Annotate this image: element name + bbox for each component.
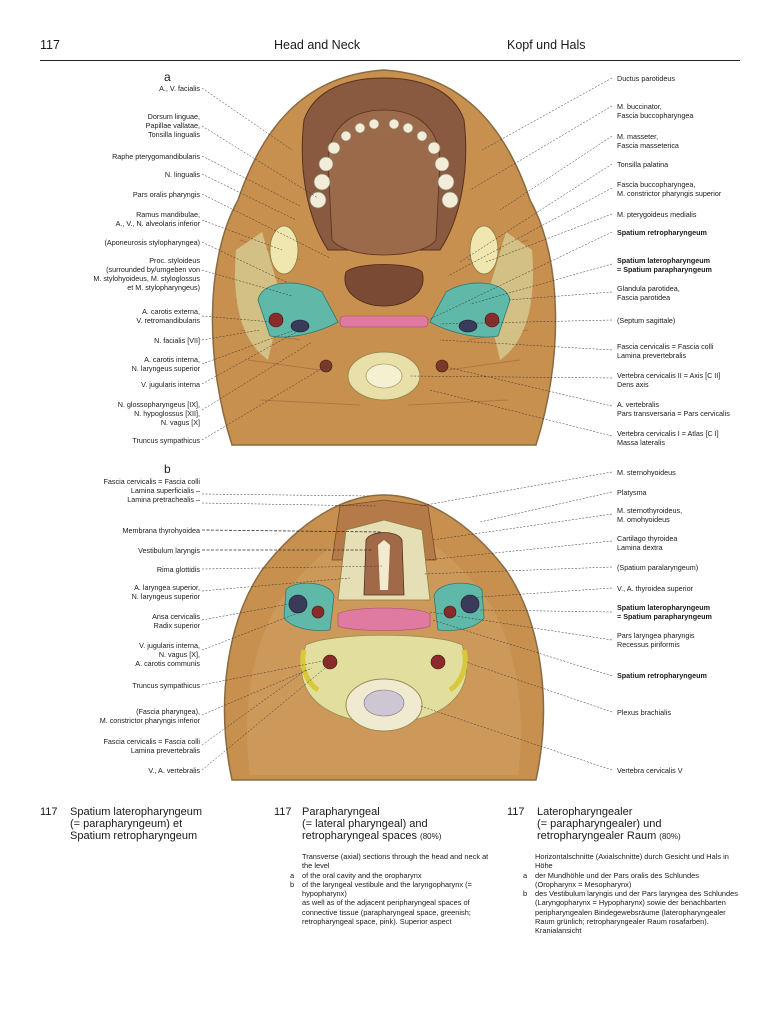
label-b-right: Cartilago thyroidea Lamina dextra bbox=[617, 534, 678, 552]
label-b-right: Platysma bbox=[617, 488, 647, 497]
running-title-en: Head and Neck bbox=[274, 38, 361, 52]
label-a-left: Truncus sympathicus bbox=[132, 436, 200, 445]
section-larynx bbox=[223, 494, 545, 781]
item-marker: b bbox=[290, 879, 295, 889]
label-a-left: Dorsum linguae, Papillae vallatae, Tonsi… bbox=[145, 112, 200, 139]
caption-german-title-text: Lateropharyngealer (= parapharyngealer) … bbox=[537, 806, 662, 842]
label-a-left: A. carotis externa, V. retromandibularis bbox=[136, 307, 200, 325]
leader-lines-a-left bbox=[201, 87, 331, 441]
label-a-right: M. pterygoideus medialis bbox=[617, 210, 697, 219]
label-a-right: M. masseter, Fascia masseterica bbox=[617, 132, 679, 150]
caption-english-outro: as well as of the adjacent peripharyngea… bbox=[302, 898, 471, 927]
label-b-left: Fascia cervicalis = Fascia colli Lamina … bbox=[103, 737, 200, 755]
item-text: des Vestibulum laryngis und der Pars lar… bbox=[535, 889, 738, 936]
label-b-right-spatium-latero: Spatium lateropharyngeum = Spatium parap… bbox=[617, 603, 712, 621]
label-b-right: (Spatium paralaryngeum) bbox=[617, 563, 699, 572]
label-a-right: (Septum sagittale) bbox=[617, 316, 676, 325]
caption-english-intro: Transverse (axial) sections through the … bbox=[302, 852, 489, 871]
caption-german-title: Lateropharyngealer (= parapharyngealer) … bbox=[537, 806, 747, 843]
label-a-left: A., V. facialis bbox=[159, 84, 200, 93]
label-a-left: N. glossopharyngeus [IX], N. hypoglossus… bbox=[117, 400, 200, 427]
caption-latin-title: Spatium lateropharyngeum (= parapharynge… bbox=[70, 806, 203, 842]
label-b-left: Truncus sympathicus bbox=[132, 681, 200, 690]
label-a-right: Vertebra cervicalis II = Axis [C II] Den… bbox=[617, 371, 721, 389]
caption-english-body: Transverse (axial) sections through the … bbox=[290, 852, 490, 926]
item-marker: a bbox=[290, 870, 295, 880]
label-a-left: Ramus mandibulae, A., V., N. alveolaris … bbox=[115, 210, 200, 228]
label-b-right: Vertebra cervicalis V bbox=[617, 766, 683, 775]
caption-german-intro: Horizontalschnitte (Axialschnitte) durch… bbox=[535, 852, 729, 871]
caption-german-body: Horizontalschnitte (Axialschnitte) durch… bbox=[523, 852, 741, 936]
caption-german-scale: (80%) bbox=[659, 832, 681, 841]
header-rule bbox=[40, 60, 740, 61]
label-b-left: A. laryngea superior, N. laryngeus super… bbox=[131, 583, 200, 601]
label-a-right: Ductus parotideus bbox=[617, 74, 675, 83]
label-a-right: Glandula parotidea, Fascia parotidea bbox=[617, 284, 680, 302]
running-title-de: Kopf und Hals bbox=[507, 38, 586, 52]
caption-latin-number: 117 bbox=[40, 806, 58, 818]
label-b-right: V., A. thyroidea superior bbox=[617, 584, 694, 593]
label-a-right: A. vertebralis Pars transversaria = Pars… bbox=[617, 400, 730, 418]
item-marker: b bbox=[523, 889, 528, 899]
label-b-right: Plexus brachialis bbox=[617, 708, 671, 717]
leader-lines-b-left bbox=[201, 493, 383, 771]
caption-english-item: b of the laryngeal vestibule and the lary… bbox=[290, 880, 490, 899]
label-a-left: N. lingualis bbox=[164, 170, 200, 179]
label-a-left: N. facialis [VII] bbox=[154, 336, 200, 345]
label-b-left: (Fascia pharyngea), M. constrictor phary… bbox=[99, 707, 200, 725]
caption-german-number: 117 bbox=[507, 806, 525, 818]
label-a-left: Pars oralis pharyngis bbox=[132, 190, 200, 199]
label-b-left: Membrana thyrohyoidea bbox=[122, 526, 200, 535]
label-b-left: Vestibulum laryngis bbox=[138, 546, 200, 555]
label-b-left: V. jugularis interna, N. vagus [X], A. c… bbox=[135, 641, 200, 668]
figure-a-letter: a bbox=[164, 70, 171, 84]
label-b-right: M. sternothyroideus, M. omohyoideus bbox=[617, 506, 683, 524]
caption-german-item: b des Vestibulum laryngis und der Pars la… bbox=[523, 889, 741, 935]
leader-lines-a-right bbox=[409, 77, 613, 437]
label-b-left: V., A. vertebralis bbox=[148, 766, 200, 775]
item-text: of the laryngeal vestibule and the laryn… bbox=[302, 879, 472, 899]
label-a-right: Fascia buccopharyngea, M. constrictor ph… bbox=[617, 180, 722, 198]
label-b-left: Ansa cervicalis Radix superior bbox=[152, 612, 200, 630]
caption-english-item: a of the oral cavity and the oropharynx bbox=[290, 871, 490, 880]
label-a-left: V. jugularis interna bbox=[141, 380, 200, 389]
label-b-right: Pars laryngea pharyngis Recessus pirifor… bbox=[617, 631, 695, 649]
caption-english-scale: (80%) bbox=[420, 832, 442, 841]
caption-english-number: 117 bbox=[274, 806, 292, 818]
page-number: 117 bbox=[40, 38, 60, 52]
item-text: der Mundhöhle und der Pars oralis des Sc… bbox=[535, 870, 699, 889]
label-a-right: Tonsilla palatina bbox=[617, 160, 669, 169]
item-marker: a bbox=[523, 870, 528, 880]
label-a-right-spatium-latero: Spatium lateropharyngeum = Spatium parap… bbox=[617, 256, 712, 274]
label-a-right: Fascia cervicalis = Fascia colli Lamina … bbox=[617, 342, 714, 360]
label-a-left: (Aponeurosis stylopharyngea) bbox=[104, 238, 201, 247]
label-a-left: A. carotis interna, N. laryngeus superio… bbox=[131, 355, 200, 373]
label-a-right: Vertebra cervicalis I = Atlas [C I] Mass… bbox=[617, 429, 719, 447]
caption-german-item: a der Mundhöhle und der Pars oralis des S… bbox=[523, 871, 741, 890]
leader-lines-b-right bbox=[419, 471, 613, 771]
label-a-right: M. buccinator, Fascia buccopharyngea bbox=[617, 102, 694, 120]
label-a-left: Proc. styloideus (surrounded by/umgeben … bbox=[93, 256, 200, 292]
item-text: of the oral cavity and the oropharynx bbox=[302, 870, 422, 880]
label-b-left: Fascia cervicalis = Fascia colli Lamina … bbox=[103, 477, 200, 504]
label-a-left: Raphe pterygomandibularis bbox=[112, 152, 200, 161]
figure-b-letter: b bbox=[164, 462, 171, 476]
caption-english-title-text: Parapharyngeal (= lateral pharyngeal) an… bbox=[302, 806, 428, 842]
label-a-right-spatium-retro: Spatium retropharyngeum bbox=[617, 228, 707, 237]
label-b-right-spatium-retro: Spatium retropharyngeum bbox=[617, 671, 707, 680]
caption-english-title: Parapharyngeal (= lateral pharyngeal) an… bbox=[302, 806, 502, 843]
section-oral-cavity bbox=[211, 69, 557, 446]
label-b-left: Rima glottidis bbox=[156, 565, 200, 574]
label-b-right: M. sternohyoideus bbox=[617, 468, 676, 477]
